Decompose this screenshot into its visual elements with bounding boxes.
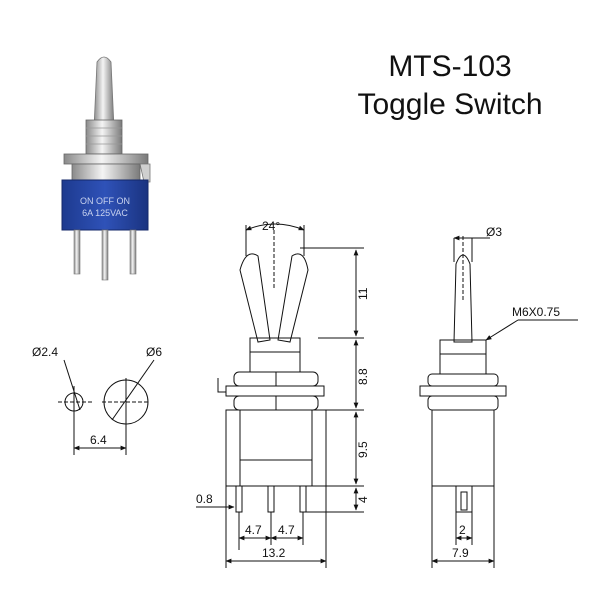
dim-terminal-length: 4 xyxy=(356,496,370,503)
switch-photo: ON OFF ON 6A 125VAC xyxy=(61,56,151,281)
dim-terminal-width: 2 xyxy=(459,523,466,537)
dim-hole-small: Ø2.4 xyxy=(32,345,58,359)
dim-lever-angle: 24° xyxy=(262,219,280,233)
dim-bushing-height: 8.8 xyxy=(356,368,370,385)
housing-marking-bottom: 6A 125VAC xyxy=(82,208,128,218)
dim-thread: M6X0.75 xyxy=(512,305,560,319)
mounting-hole-drawing xyxy=(58,359,155,455)
front-view xyxy=(196,223,364,568)
dim-lever-tip: Ø3 xyxy=(486,225,502,239)
model-title: MTS-103 xyxy=(388,50,512,83)
dim-pitch-left: 4.7 xyxy=(245,523,262,537)
housing-marking-top: ON OFF ON xyxy=(80,196,130,206)
dim-body-height: 9.5 xyxy=(356,441,370,458)
dim-hole-large: Ø6 xyxy=(146,345,162,359)
dim-lever-length: 11 xyxy=(356,287,370,300)
dim-body-width: 13.2 xyxy=(262,546,286,560)
product-subtitle: Toggle Switch xyxy=(357,88,543,121)
dim-pitch-right: 4.7 xyxy=(278,523,295,537)
side-view xyxy=(419,235,578,568)
dim-body-depth: 7.9 xyxy=(452,546,469,560)
dim-hole-spacing: 6.4 xyxy=(90,433,107,447)
dim-terminal-thickness: 0.8 xyxy=(196,492,213,506)
